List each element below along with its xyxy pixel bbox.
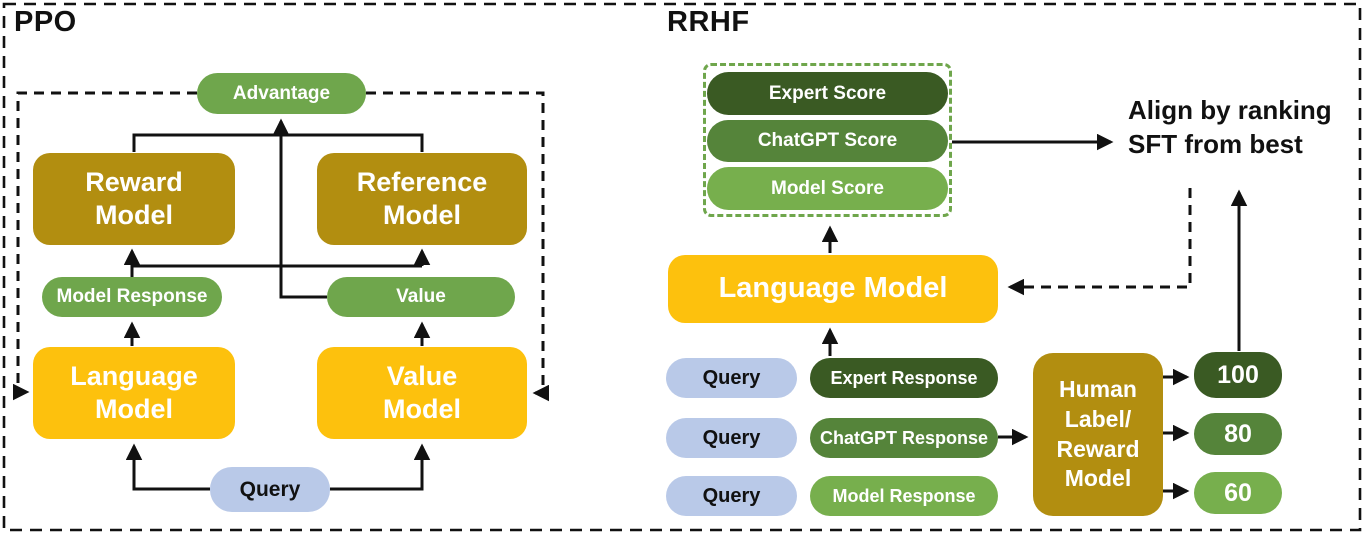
model-response-rrhf-node: Model Response [810, 476, 998, 516]
query-3-node: Query [666, 476, 797, 516]
rrhf-title: RRHF [667, 6, 750, 38]
value-node: Value [327, 277, 515, 317]
model-score-node: Model Score [707, 167, 948, 210]
score-60-node: 60 [1194, 472, 1282, 514]
chatgpt-response-node: ChatGPT Response [810, 418, 998, 458]
query-2-node: Query [666, 418, 797, 458]
model-response-node: Model Response [42, 277, 222, 317]
dashed-advantage-to-value-model [366, 91, 550, 402]
reward-model-node: Reward Model [33, 153, 235, 245]
line-models-to-topbar [132, 133, 424, 152]
score-group-dashed-frame [703, 63, 952, 217]
expert-response-node: Expert Response [810, 358, 998, 398]
expert-score-node: Expert Score [707, 72, 948, 115]
arrow-query-to-value-model [330, 443, 431, 491]
chatgpt-score-node: ChatGPT Score [707, 120, 948, 162]
dashed-advantage-to-language-model [12, 91, 197, 401]
score-100-node: 100 [1194, 352, 1282, 398]
human-label-reward-model-node: Human Label/ Reward Model [1033, 353, 1163, 516]
language-model-ppo-node: Language Model [33, 347, 235, 439]
arrow-query-to-language-model [125, 443, 210, 491]
ppo-title: PPO [14, 6, 77, 38]
language-model-rrhf-node: Language Model [668, 255, 998, 323]
query-1-node: Query [666, 358, 797, 398]
value-model-node: Value Model [317, 347, 527, 439]
score-80-node: 80 [1194, 413, 1282, 455]
reference-model-node: Reference Model [317, 153, 527, 245]
dashed-align-to-language-model [1007, 188, 1192, 296]
arrow-value-to-advantage [272, 118, 327, 299]
align-by-ranking-note: Align by ranking SFT from best [1128, 95, 1332, 159]
advantage-node: Advantage [197, 73, 366, 114]
query-ppo-node: Query [210, 467, 330, 512]
